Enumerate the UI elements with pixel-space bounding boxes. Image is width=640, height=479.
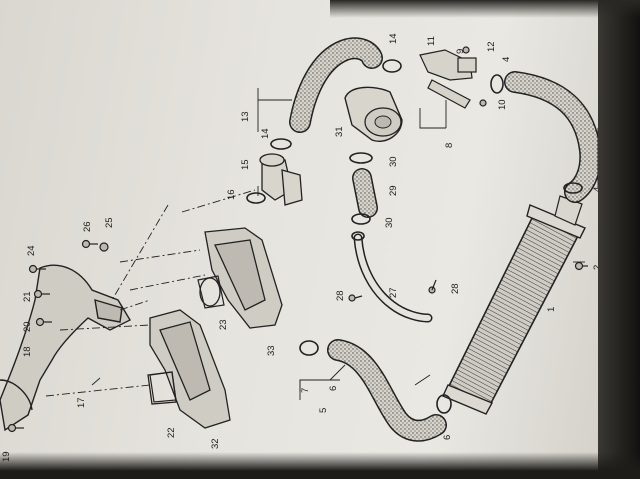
- throttle-housing-31: [344, 86, 403, 142]
- monitor-bezel-top: [330, 0, 640, 18]
- callout-28: 28: [335, 290, 346, 301]
- bracket-assembly-8: [419, 49, 477, 109]
- callout-13: 13: [240, 111, 251, 122]
- intercooler: [442, 195, 586, 415]
- callout-4: 4: [501, 57, 512, 62]
- callout-31: 31: [334, 126, 345, 137]
- callout-4: 4: [592, 187, 603, 192]
- callout-12: 12: [486, 41, 497, 52]
- callout-24: 24: [26, 245, 37, 256]
- callout-11: 11: [426, 36, 437, 46]
- callout-25: 25: [104, 217, 115, 228]
- callout-7: 7: [300, 388, 311, 393]
- callout-23: 23: [218, 319, 229, 330]
- callout-9: 9: [455, 49, 466, 54]
- callout-5: 5: [318, 408, 329, 413]
- callout-2: 2: [592, 265, 603, 270]
- callout-16: 16: [226, 189, 237, 200]
- callout-28: 28: [450, 283, 461, 294]
- callout-14: 14: [260, 128, 271, 139]
- callout-18: 18: [22, 346, 33, 357]
- callout-30: 30: [384, 217, 395, 228]
- intake-manifold-22: [147, 309, 231, 429]
- callout-14: 14: [388, 33, 399, 44]
- callout-32: 32: [210, 438, 221, 449]
- callout-20: 20: [22, 321, 33, 332]
- callout-17: 17: [76, 397, 87, 408]
- callout-10: 10: [497, 99, 508, 110]
- part-15-adapter: [259, 153, 303, 206]
- callout-26: 26: [82, 221, 93, 232]
- monitor-bezel-right: [598, 0, 640, 479]
- callout-6: 6: [442, 435, 453, 440]
- monitor-bezel-bottom: [0, 452, 640, 479]
- callout-22: 22: [166, 427, 177, 438]
- callout-33: 33: [266, 345, 277, 356]
- callout-6: 6: [328, 386, 339, 391]
- hose-clamps: [246, 59, 583, 414]
- gaskets: [149, 275, 225, 403]
- callout-8: 8: [444, 143, 455, 148]
- callout-labels: 1 2 3 4 4 5 6 6 7 8 9 10 11 12 13 14 14 …: [1, 33, 625, 462]
- callout-1: 1: [546, 307, 557, 312]
- bolts: [7, 46, 588, 433]
- callout-21: 21: [22, 291, 33, 302]
- callout-29: 29: [388, 185, 399, 196]
- exhaust-manifold: [0, 264, 131, 432]
- callout-30: 30: [388, 156, 399, 167]
- callout-27: 27: [388, 287, 399, 298]
- intake-manifold-23: [199, 227, 283, 329]
- callout-15: 15: [240, 159, 251, 170]
